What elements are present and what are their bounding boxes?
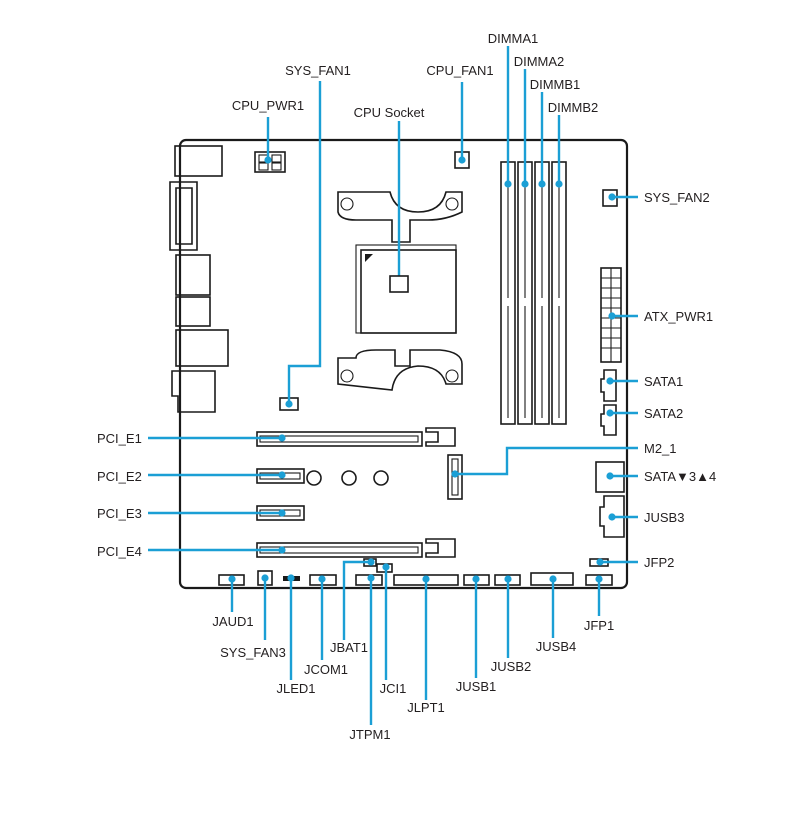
label-jusb1: JUSB1 [456, 679, 496, 694]
pci-e4-slot [256, 538, 456, 558]
label-cpu-fan1: CPU_FAN1 [426, 63, 493, 78]
label-sys-fan1: SYS_FAN1 [285, 63, 351, 78]
cpu-socket-area [337, 191, 463, 391]
label-pci-e4: PCI_E4 [97, 544, 142, 559]
label-sata1: SATA1 [644, 374, 683, 389]
label-atx-pwr1: ATX_PWR1 [644, 309, 713, 324]
label-m2-1: M2_1 [644, 441, 677, 456]
label-dimmb2: DIMMB2 [548, 100, 599, 115]
label-cpu-socket: CPU Socket [354, 105, 425, 120]
m2-slot [447, 454, 463, 500]
label-jcom1: JCOM1 [304, 662, 348, 677]
label-jci1: JCI1 [380, 681, 407, 696]
label-sata2: SATA2 [644, 406, 683, 421]
label-jtpm1: JTPM1 [349, 727, 390, 742]
motherboard-outline [178, 138, 629, 590]
label-jusb2: JUSB2 [491, 659, 531, 674]
label-pci-e1: PCI_E1 [97, 431, 142, 446]
callout-dots [228, 156, 616, 583]
label-dimma1: DIMMA1 [488, 31, 539, 46]
rear-io-panel [169, 145, 229, 413]
label-jusb3: JUSB3 [644, 510, 684, 525]
label-sata34: SATA▼3▲4 [644, 469, 716, 484]
callout-lines [148, 46, 638, 725]
label-pci-e2: PCI_E2 [97, 469, 142, 484]
label-jbat1: JBAT1 [330, 640, 368, 655]
label-jfp2: JFP2 [644, 555, 674, 570]
label-dimma2: DIMMA2 [514, 54, 565, 69]
label-jlpt1: JLPT1 [407, 700, 445, 715]
label-jaud1: JAUD1 [212, 614, 253, 629]
label-pci-e3: PCI_E3 [97, 506, 142, 521]
label-sys-fan3: SYS_FAN3 [220, 645, 286, 660]
cpu-socket-center-marker [389, 275, 409, 293]
label-cpu-pwr1: CPU_PWR1 [232, 98, 304, 113]
label-dimmb1: DIMMB1 [530, 77, 581, 92]
pci-e1-slot [256, 427, 456, 447]
labels: DIMMA1 DIMMA2 DIMMB1 DIMMB2 SYS_FAN1 CPU… [97, 31, 716, 742]
dimm-slots [500, 161, 567, 425]
label-sys-fan2: SYS_FAN2 [644, 190, 710, 205]
jusb3-header [599, 495, 625, 538]
mounting-holes [306, 470, 389, 486]
label-jusb4: JUSB4 [536, 639, 576, 654]
label-jfp1: JFP1 [584, 618, 614, 633]
label-jled1: JLED1 [276, 681, 315, 696]
